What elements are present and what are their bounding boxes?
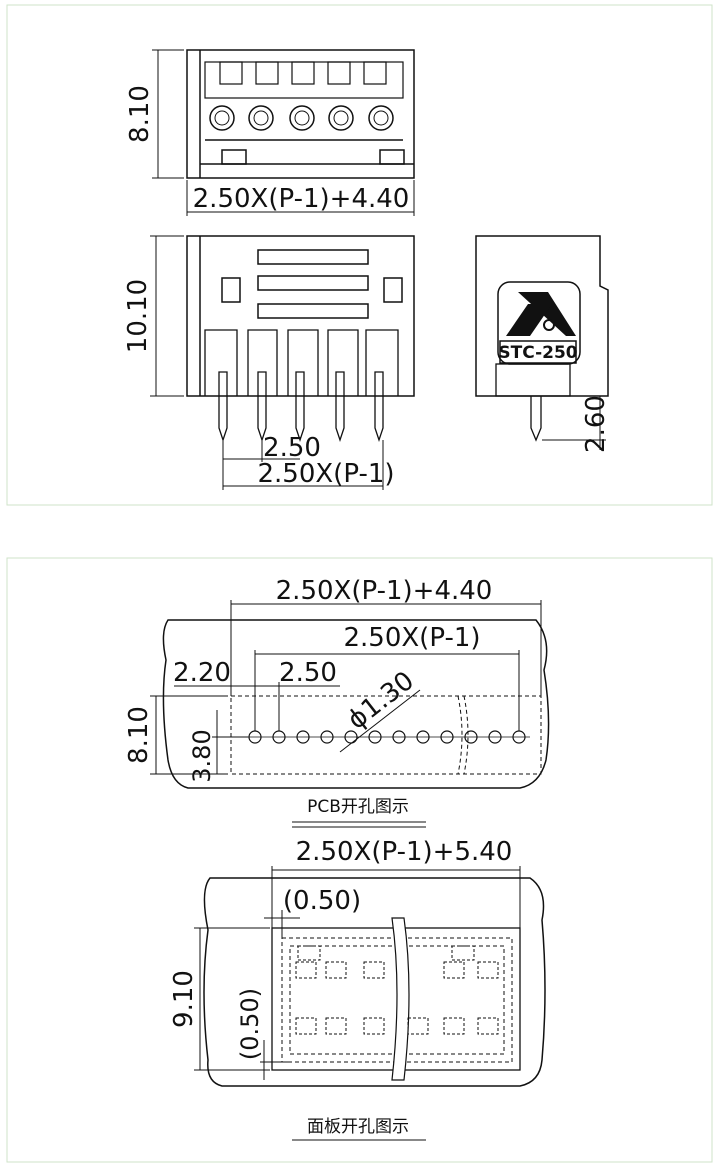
panel-cutout-break: [391, 917, 410, 1081]
pcb-hole-diameter-label: ϕ1.30: [342, 666, 420, 736]
panel-plate-outline: [203, 877, 546, 1087]
connector-views-panel: 8.10 2.50X(P-1)+4.40: [0, 0, 720, 510]
front-view-screws: [209, 105, 394, 131]
cutout-diagrams-panel: 2.50X(P-1)+4.40 2.50X(P-1) 2.20 2.50 ϕ1.…: [0, 556, 720, 1170]
connector-views-drawing: 8.10 2.50X(P-1)+4.40: [6, 4, 713, 506]
panel-height-label: 9.10: [169, 970, 199, 1028]
front-height-dimension: [152, 49, 184, 179]
pcb-overall-width-label: 2.50X(P-1)+4.40: [276, 576, 493, 606]
front-view: [186, 49, 415, 179]
panel-frame: [6, 4, 713, 506]
pitch-label: 2.50: [263, 433, 321, 463]
pcb-caption-underline: [292, 821, 426, 828]
pcb-caption: PCB开孔图示: [307, 797, 409, 817]
side-view: [475, 235, 609, 442]
logo-text: STC-250: [498, 343, 577, 363]
front-width-label: 2.50X(P-1)+4.40: [193, 184, 410, 214]
pcb-height-label: 8.10: [124, 706, 154, 764]
pcb-pin-span-label: 2.50X(P-1): [343, 623, 480, 653]
pcb-footprint: [230, 695, 542, 775]
panel-clearance-x-label: (0.50): [283, 886, 361, 916]
pcb-height-dimensions: [150, 695, 248, 775]
pcb-board-outline: [162, 619, 550, 789]
body-height-dimension: [150, 235, 184, 397]
panel-height-dimensions: [194, 927, 290, 1080]
pcb-edge-offset-label: 2.20: [173, 658, 231, 688]
panel-width-dimensions: [264, 866, 521, 938]
panel-frame: [6, 557, 713, 1163]
front-width-dimension: [186, 180, 415, 216]
pcb-pitch-label: 2.50: [279, 658, 337, 688]
cutout-diagrams-drawing: 2.50X(P-1)+4.40 2.50X(P-1) 2.20 2.50 ϕ1.…: [6, 557, 713, 1163]
body-height-label: 10.10: [123, 279, 153, 353]
panel-clearance-y-label: (0.50): [236, 988, 264, 1060]
panel-caption: 面板开孔图示: [307, 1117, 409, 1137]
logo-plate: [499, 340, 577, 364]
pin-length-dimension: [542, 395, 606, 450]
panel-terminal-outlines: [295, 945, 499, 1035]
pin-span-dimension: [222, 440, 384, 490]
pin-span-label: 2.50X(P-1): [257, 459, 394, 489]
brand-logo-icon: [506, 292, 576, 336]
front-height-label: 8.10: [125, 85, 155, 143]
pcb-row-offset-label: 3.80: [188, 729, 216, 782]
panel-overall-width-label: 2.50X(P-1)+5.40: [296, 837, 513, 867]
pcb-width-dimensions: [174, 600, 542, 753]
pin-length-label: 2.60: [581, 395, 611, 453]
bottom-view: [186, 235, 415, 443]
